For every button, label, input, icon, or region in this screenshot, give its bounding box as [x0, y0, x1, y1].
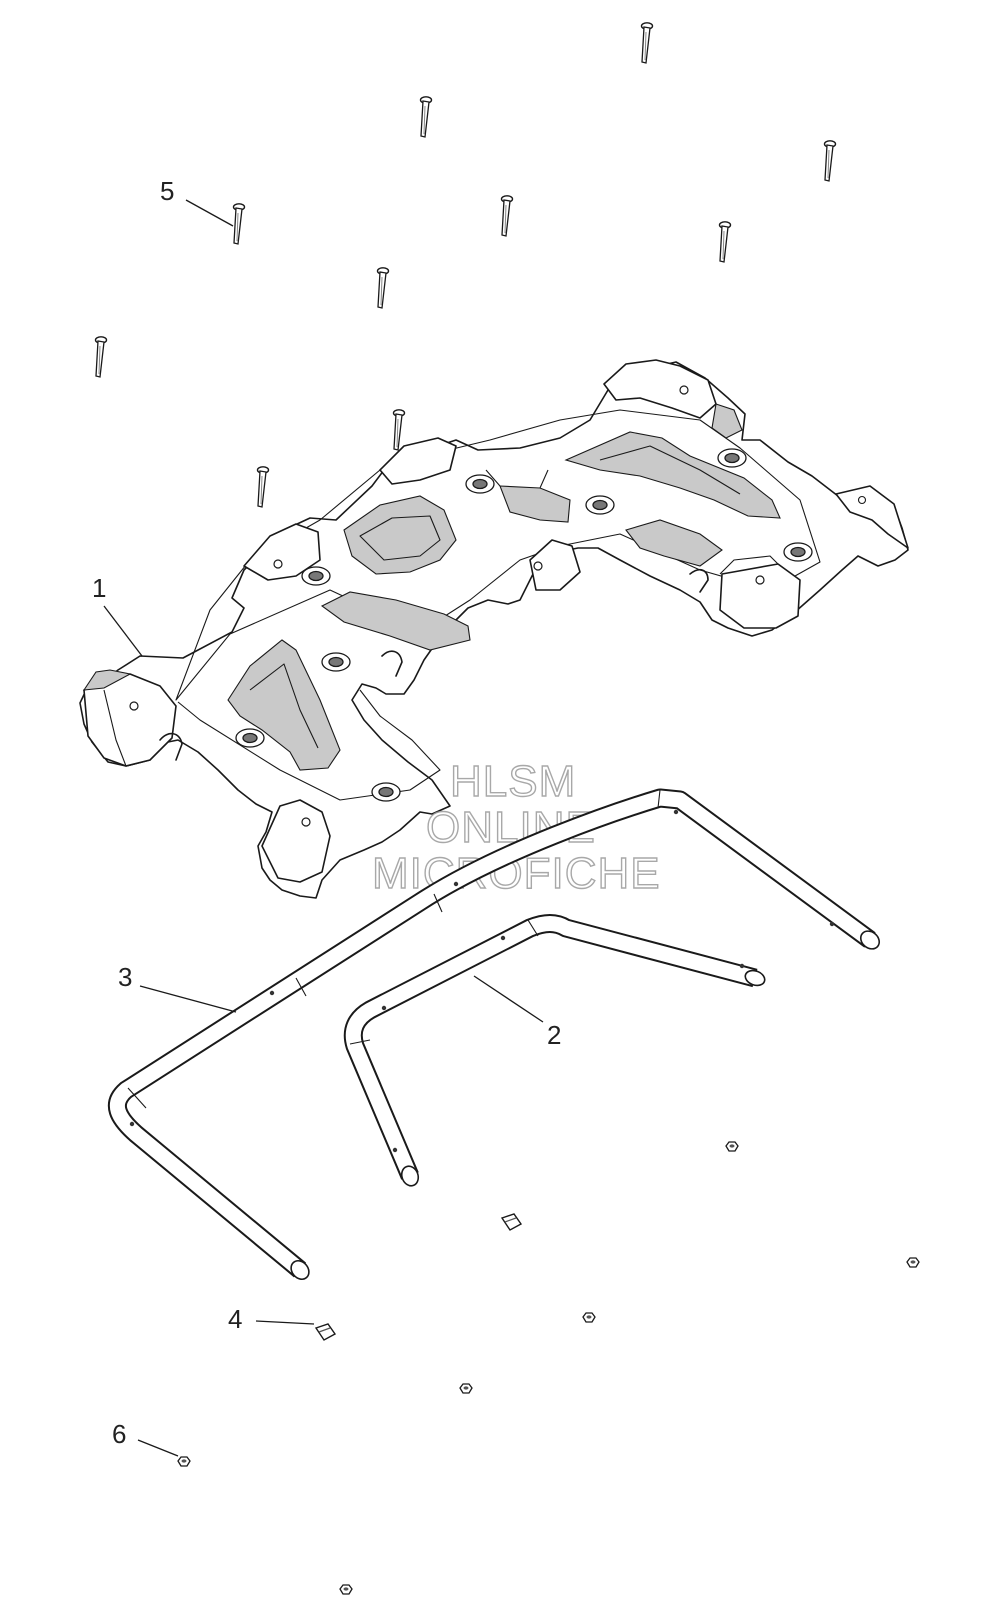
callout-5: 5 [160, 176, 234, 227]
callout-label-3: 3 [118, 962, 132, 992]
nut-icon [906, 1257, 920, 1268]
callout-6: 6 [112, 1419, 179, 1457]
bolt-icon [392, 409, 406, 451]
bolt-icon [640, 22, 654, 64]
bolt-icon [500, 195, 514, 237]
bolt-icon [419, 96, 433, 138]
nut-icon [339, 1584, 353, 1595]
clip-icon [500, 1213, 523, 1231]
callout-label-6: 6 [112, 1419, 126, 1449]
bolt-icon [718, 221, 732, 263]
nut-icon [582, 1312, 596, 1323]
rack-assembly [79, 359, 909, 899]
callout-4: 4 [228, 1304, 315, 1334]
rail-small [343, 914, 766, 1187]
callout-3: 3 [118, 962, 237, 1013]
bolt-icon [232, 203, 246, 245]
callout-label-4: 4 [228, 1304, 242, 1334]
callout-label-1: 1 [92, 573, 106, 603]
callout-label-2: 2 [547, 1020, 561, 1050]
nut-icon [459, 1383, 473, 1394]
boss-holes [235, 448, 813, 802]
bolt-icon [256, 466, 270, 508]
nut-icon [177, 1456, 191, 1467]
nut-icon [725, 1141, 739, 1152]
rail-large [108, 788, 881, 1281]
callout-2: 2 [473, 975, 561, 1050]
callout-label-5: 5 [160, 176, 174, 206]
watermark-line1: HLSM [450, 757, 576, 806]
callout-1: 1 [92, 573, 143, 657]
bolt-icon [94, 336, 108, 378]
bolt-icon [376, 267, 390, 309]
clip-icon [314, 1323, 337, 1341]
bolt-icon [823, 140, 837, 182]
